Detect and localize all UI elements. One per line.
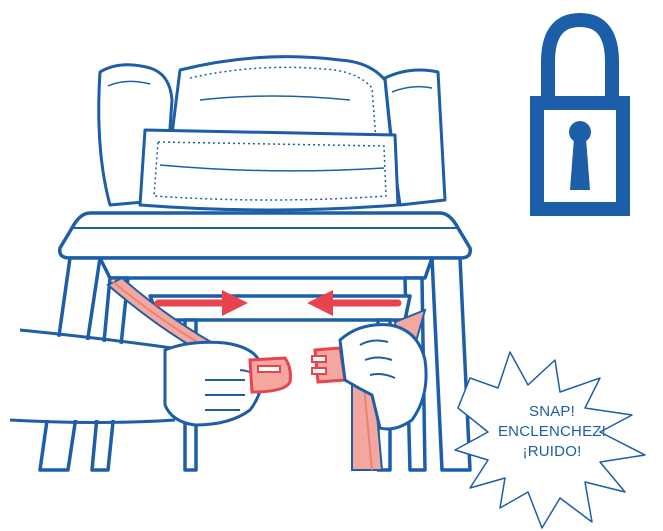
burst-line-2: ENCLENCHEZ! bbox=[488, 422, 616, 442]
right-buckle bbox=[312, 348, 345, 382]
seat-cushion bbox=[99, 57, 445, 210]
burst-line-1: SNAP! bbox=[488, 402, 616, 422]
left-hand bbox=[0, 330, 262, 425]
left-buckle bbox=[250, 358, 290, 392]
burst-line-3: ¡RUIDO! bbox=[488, 442, 616, 462]
chair-seat-board bbox=[60, 213, 471, 258]
burst-text: SNAP! ENCLENCHEZ! ¡RUIDO! bbox=[488, 402, 616, 462]
padlock-icon bbox=[530, 20, 630, 216]
